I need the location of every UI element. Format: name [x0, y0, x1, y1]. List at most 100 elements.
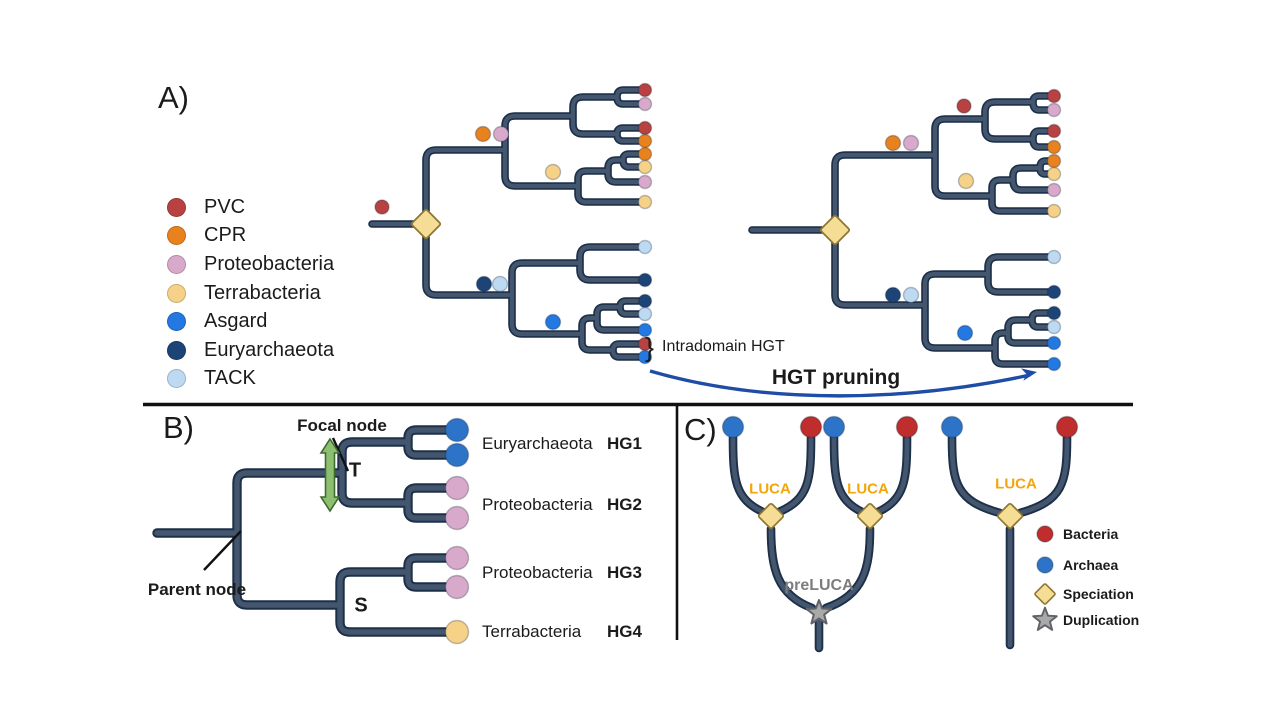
speciation-diamond-icon — [856, 502, 884, 530]
branch-dot — [544, 163, 562, 181]
tip-dot — [1055, 415, 1079, 439]
speciation-diamond-icon — [819, 214, 851, 246]
tip-dot — [637, 293, 653, 309]
panel-a-tree-after — [752, 96, 1048, 364]
panel-b-label: B) — [163, 410, 194, 445]
tip-dot — [637, 159, 653, 175]
tip-dot — [1046, 319, 1062, 335]
legend-item-asgard: Asgard — [167, 307, 334, 336]
intradomain-brace: } — [645, 332, 655, 363]
legend-label: CPR — [204, 224, 247, 247]
legend-item-euryarchaeota: Euryarchaeota — [167, 336, 334, 365]
tack-dot-icon — [167, 369, 186, 389]
legend-label-speciation: Speciation — [1063, 586, 1134, 602]
tip-dot — [637, 306, 653, 322]
tip-dot — [1046, 166, 1062, 182]
tip-dot — [444, 417, 470, 443]
branch-dot — [884, 134, 902, 152]
preluca-label: preLUCA — [784, 577, 854, 594]
hg-taxon-label: Proteobacteria — [482, 563, 593, 582]
tip-dot — [637, 120, 653, 136]
luca-label: LUCA — [749, 480, 791, 498]
hg-taxon-label: Euryarchaeota — [482, 434, 593, 453]
panel-a-legend: PVC CPR Proteobacteria Terrabacteria Asg… — [167, 193, 334, 393]
branch-dot — [544, 313, 562, 331]
tip-dot — [637, 82, 653, 98]
legend-label: Euryarchaeota — [204, 338, 335, 361]
hg-taxon-label: Terrabacteria — [482, 622, 582, 641]
proteobacteria-dot-icon — [167, 254, 186, 274]
tip-dot — [637, 146, 653, 162]
speciation-diamond-icon — [757, 502, 785, 530]
terrabacteria-dot-icon — [167, 283, 186, 303]
tip-dot — [1046, 356, 1062, 372]
tip-dot — [1046, 305, 1062, 321]
asgard-dot-icon — [167, 312, 186, 332]
tip-dot — [637, 194, 653, 210]
hg-id-label: HG4 — [607, 622, 642, 641]
parent-node-label: Parent node — [147, 580, 247, 599]
tip-dot — [940, 415, 964, 439]
legend-label-archaea: Archaea — [1063, 557, 1119, 573]
tip-dot — [1046, 203, 1062, 219]
branch-dot — [475, 275, 493, 293]
panel-c-dots — [721, 415, 1079, 439]
tip-dot — [721, 415, 745, 439]
tip-dot — [444, 442, 470, 468]
parent-node-pointer-line — [203, 530, 242, 571]
hg-id-label: HG1 — [607, 434, 642, 453]
legend-label: Proteobacteria — [204, 252, 335, 275]
speciation-node-label: S — [354, 594, 368, 617]
speciation-diamond-icon — [410, 208, 442, 240]
legend-label: TACK — [204, 367, 256, 390]
legend-item-tack: TACK — [167, 365, 334, 394]
panel-a-tree-before — [372, 90, 639, 357]
branch-dot — [956, 98, 972, 114]
branch-dot — [491, 275, 509, 293]
tip-dot — [637, 272, 653, 288]
tip-dot — [637, 133, 653, 149]
tip-dot — [1046, 249, 1062, 265]
tip-dot — [895, 415, 919, 439]
legend-label: Terrabacteria — [204, 281, 321, 304]
legend-item-proteobacteria: Proteobacteria — [167, 250, 334, 279]
hg-id-label: HG2 — [607, 495, 642, 514]
tip-dot — [444, 619, 470, 645]
legend-label-duplication: Duplication — [1063, 612, 1140, 628]
tip-dot — [444, 574, 470, 600]
branch-dot — [474, 125, 492, 143]
panel-b-dots — [444, 417, 470, 645]
tip-dot — [637, 322, 653, 338]
euryarchaeota-dot-icon — [167, 340, 186, 360]
tip-dot — [1046, 123, 1062, 139]
hg-id-label: HG3 — [607, 563, 642, 582]
cpr-dot-icon — [167, 226, 186, 246]
tip-dot — [822, 415, 846, 439]
legend-item-pvc: PVC — [167, 193, 334, 222]
tip-dot — [1046, 153, 1062, 169]
hgt-pruning-arrow — [649, 368, 1037, 398]
legend-item-terrabacteria: Terrabacteria — [167, 279, 334, 308]
tree-after-dots — [884, 88, 1062, 372]
panel-c-trees — [733, 438, 1067, 648]
branch-dot — [957, 172, 975, 190]
tip-dot — [799, 415, 823, 439]
transfer-double-arrow-icon — [319, 437, 341, 513]
tip-dot — [637, 96, 653, 112]
transfer-node-label: T — [348, 459, 362, 482]
hgt-pruning-label: HGT pruning — [771, 366, 901, 389]
branch-dot — [374, 199, 390, 215]
speciation-diamond-icon — [996, 502, 1024, 530]
speciation-diamond-icon — [1034, 583, 1056, 605]
tip-dot — [444, 475, 470, 501]
tip-dot — [1046, 88, 1062, 104]
tip-dot — [444, 505, 470, 531]
tip-dot — [1046, 102, 1062, 118]
panel-b-tree — [157, 430, 447, 632]
legend-item-cpr: CPR — [167, 222, 334, 251]
branch-dot — [956, 324, 974, 342]
luca-label: LUCA — [995, 475, 1037, 493]
tip-dot — [1046, 139, 1062, 155]
